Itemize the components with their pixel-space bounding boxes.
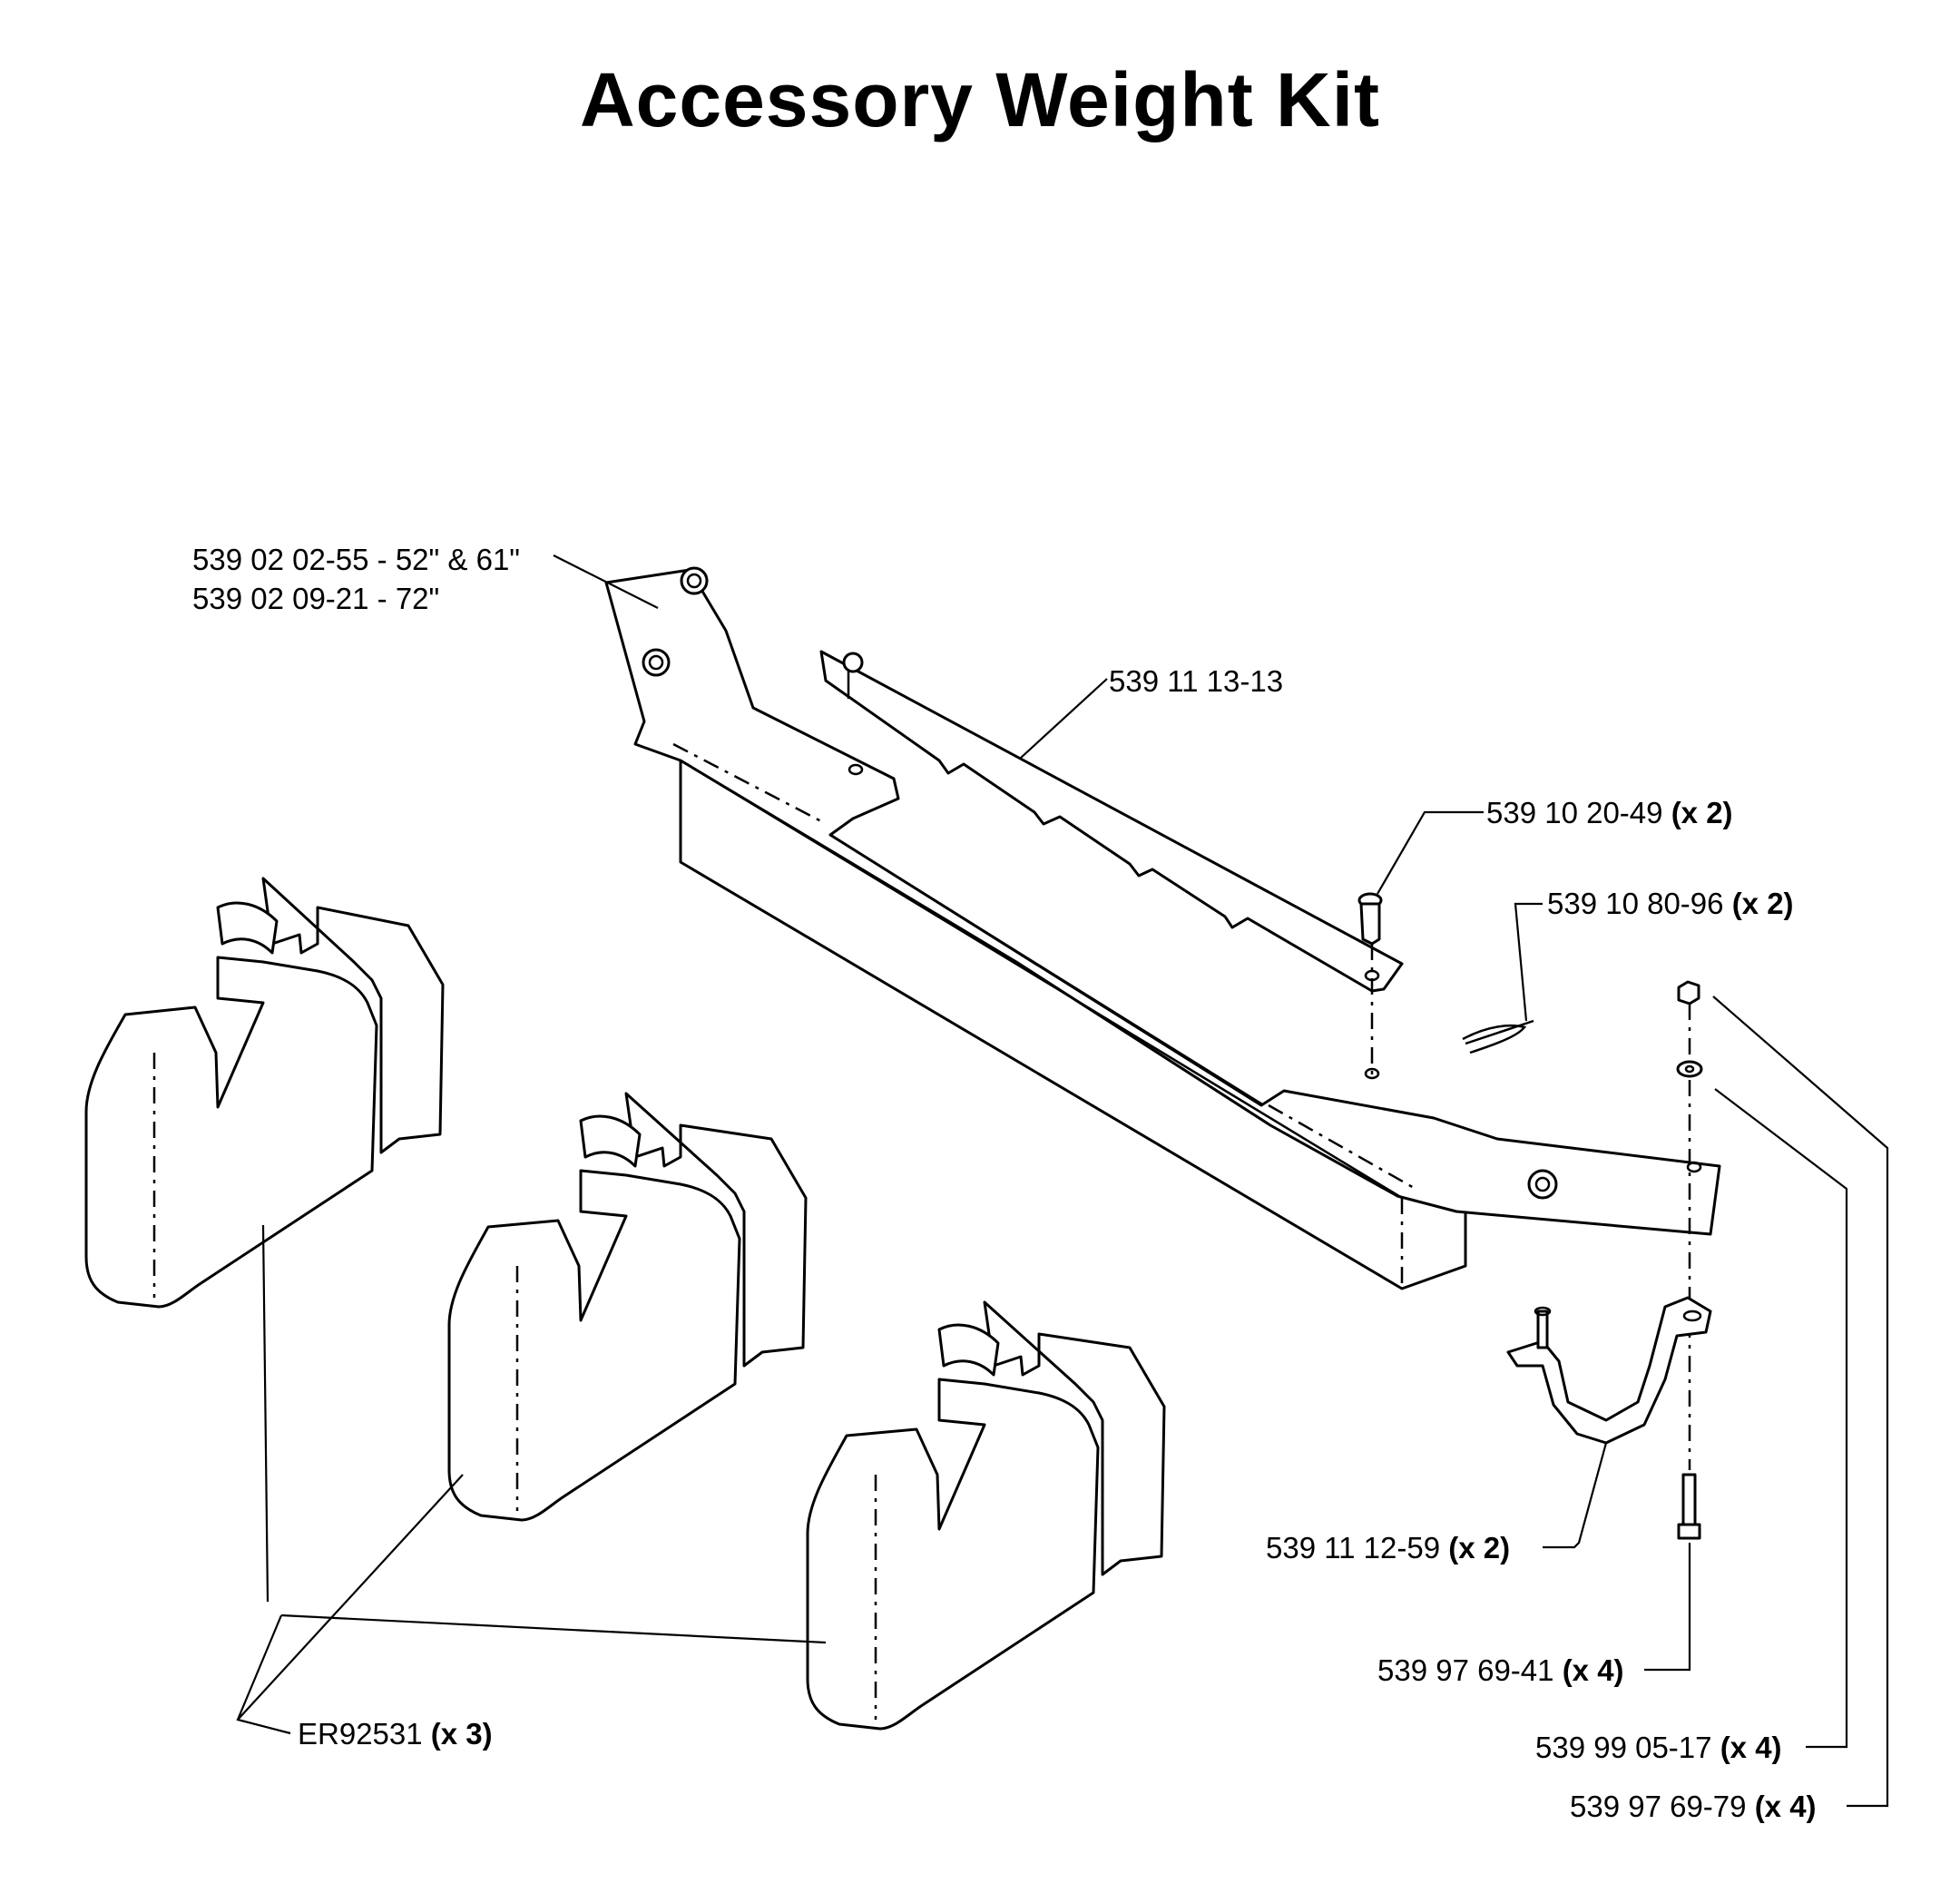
leader-lines — [236, 554, 1889, 1808]
label-nut-qty: (x 4) — [1755, 1790, 1817, 1823]
clevis-pin — [1357, 892, 1383, 1075]
label-weight-qty: (x 3) — [431, 1717, 493, 1751]
label-clamp-part: 539 11 12-59 — [1266, 1531, 1440, 1564]
label-nut: 539 97 69-79 (x 4) — [1570, 1790, 1817, 1823]
label-bracket-52-61: 539 02 02-55 - 52" & 61" — [192, 543, 520, 576]
notched-bar — [819, 650, 1404, 993]
label-bracket-72: 539 02 09-21 - 72" — [192, 582, 439, 615]
page-title: Accessory Weight Kit — [579, 57, 1381, 142]
label-clip-qty: (x 2) — [1732, 887, 1794, 920]
label-weight: ER92531 (x 3) — [298, 1717, 493, 1751]
clamp-bracket — [1506, 1296, 1712, 1445]
label-clamp: 539 11 12-59 (x 2) — [1266, 1531, 1510, 1564]
label-clip: 539 10 80-96 (x 2) — [1547, 887, 1794, 920]
label-pin-part: 539 10 20-49 — [1486, 796, 1663, 829]
label-notched-bar: 539 11 13-13 — [1109, 664, 1283, 698]
suitcase-weight-3 — [806, 1300, 1166, 1731]
label-clamp-qty: (x 2) — [1448, 1531, 1510, 1564]
label-washer: 539 99 05-17 (x 4) — [1535, 1731, 1782, 1764]
label-washer-qty: (x 4) — [1720, 1731, 1782, 1764]
label-nut-part: 539 97 69-79 — [1570, 1790, 1747, 1823]
nut — [1677, 980, 1700, 1005]
label-bolt: 539 97 69-41 (x 4) — [1377, 1653, 1624, 1687]
label-bolt-qty: (x 4) — [1563, 1653, 1624, 1687]
label-clip-part: 539 10 80-96 — [1547, 887, 1724, 920]
label-pin: 539 10 20-49 (x 2) — [1486, 796, 1733, 829]
weight-bracket-frame — [604, 566, 1721, 1290]
label-bolt-part: 539 97 69-41 — [1377, 1653, 1554, 1687]
label-pin-qty: (x 2) — [1671, 796, 1733, 829]
label-weight-part: ER92531 — [298, 1717, 423, 1751]
washer — [1676, 1060, 1703, 1078]
suitcase-weight-1 — [84, 877, 445, 1309]
suitcase-weight-2 — [447, 1092, 808, 1522]
hair-pin-clip — [1462, 1019, 1534, 1054]
label-washer-part: 539 99 05-17 — [1535, 1731, 1712, 1764]
bolt — [1677, 1473, 1701, 1540]
